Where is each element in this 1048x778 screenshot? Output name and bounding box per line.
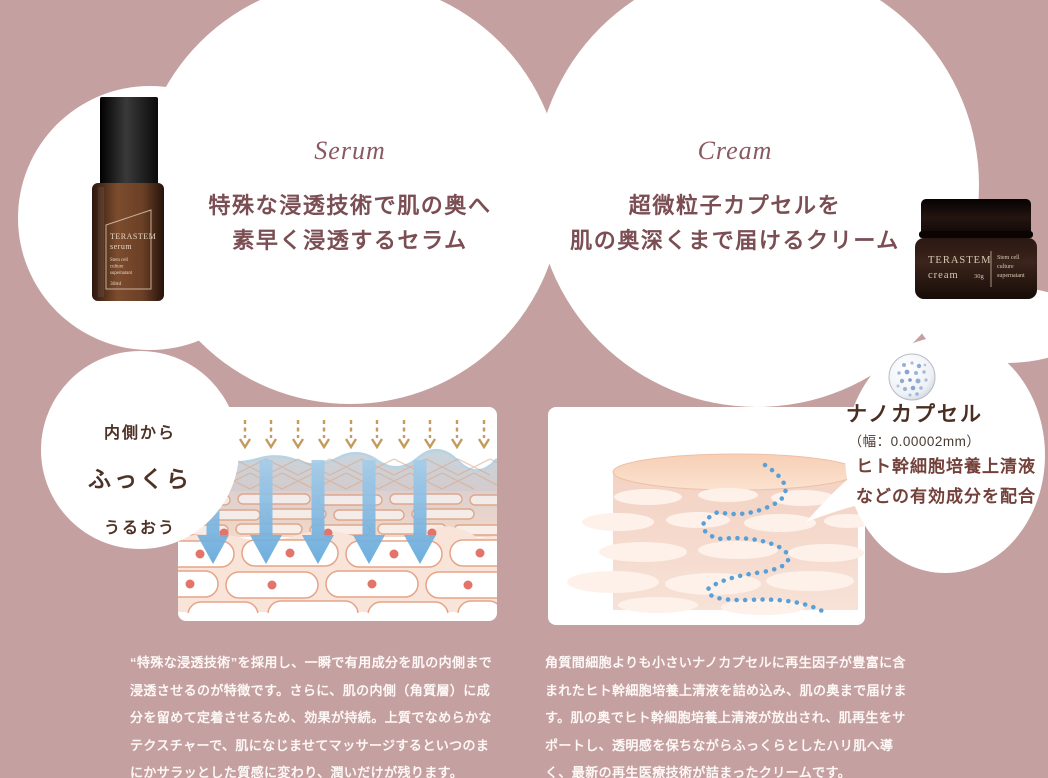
cream-label-weight: 30g <box>974 273 985 280</box>
nano-capsule-size-note: （幅：0.00002mm） <box>848 434 981 449</box>
nano-capsule-title: ナノカプセル <box>846 402 983 426</box>
serum-label-type: serum <box>110 242 132 251</box>
cream-label-brand: TERASTEM <box>928 255 991 266</box>
serum-heading: 特殊な浸透技術で肌の奥へ 素早く浸透するセラム <box>208 193 492 253</box>
serum-bubble-tail <box>150 462 194 502</box>
serum-description-paragraph: “特殊な浸透技術”を採用し、一瞬で有用成分を肌の内側まで 浸透させるのが特徴です… <box>130 655 493 778</box>
cream-label-sub2: culture <box>997 264 1014 270</box>
serum-label-sub2: culture <box>110 265 123 270</box>
serum-benefit-bubble <box>41 351 239 549</box>
serum-label-sub1: Stem cell <box>110 258 129 263</box>
cream-script-label: Cream <box>697 136 773 165</box>
cream-capsule-bubble <box>845 337 1045 573</box>
cream-label-type: cream <box>928 270 959 281</box>
cream-hero-circle <box>535 0 979 407</box>
cream-jar-photo: TERASTEM cream 30g Stem cell culture sup… <box>915 199 1037 299</box>
cream-label-sub1: Stem cell <box>997 255 1020 261</box>
serum-skin-illustration-box <box>178 407 497 621</box>
skin-cell-spots <box>567 488 865 615</box>
cream-description-paragraph: 角質間細胞よりも小さいナノカプセルに再生因子が豊富に含 まれたヒト幹細胞培養上清… <box>545 655 907 778</box>
nano-capsule-description: ヒト幹細胞培養上清液 などの有効成分を配合 <box>856 457 1036 506</box>
serum-script-label: Serum <box>314 136 386 165</box>
serum-label-brand: TERASTEM <box>110 232 156 241</box>
nano-capsule-photo <box>888 353 936 401</box>
serum-benefit-line3: うるおう <box>103 520 176 537</box>
serum-label-sub3: supernatant <box>110 271 133 276</box>
cream-label-sub3: supernatant <box>997 273 1025 279</box>
nano-capsule-penetration-illustration <box>567 453 865 616</box>
serum-benefit-line1: 内側から <box>103 425 176 442</box>
serum-bottle-photo: TERASTEM serum Stem cell culture superna… <box>92 97 164 301</box>
cell-nuclei-dots <box>185 528 485 590</box>
cream-bubble-tail <box>806 474 862 522</box>
cream-heading: 超微粒子カプセルを 肌の奥深くまで届けるクリーム <box>570 193 900 253</box>
serum-benefit-text: 内側から ふっくら うるおう <box>40 404 240 562</box>
serum-label-volume: 30ml <box>110 281 122 287</box>
serum-benefit-line2: ふっくら <box>88 467 192 492</box>
